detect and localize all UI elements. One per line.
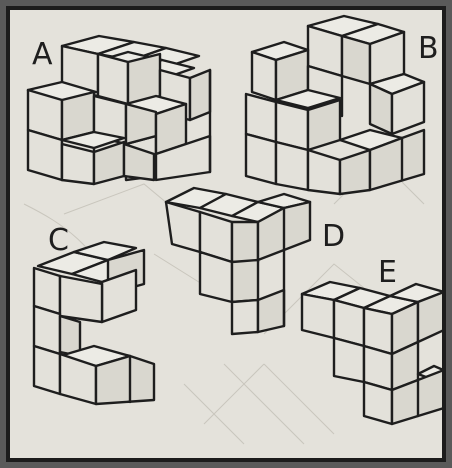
label-c: C — [48, 223, 69, 258]
figure-e — [302, 282, 442, 424]
figure-c — [34, 242, 154, 404]
figure-d — [166, 188, 310, 334]
label-e: E — [378, 255, 397, 290]
figure-b — [246, 16, 424, 194]
figure-a — [28, 36, 210, 184]
label-d: D — [322, 219, 345, 254]
label-b: B — [418, 31, 439, 66]
cube-puzzle-illustration: A B C D E — [6, 6, 446, 462]
puzzle-drawing: A B C D E — [10, 10, 442, 458]
label-a: A — [32, 37, 53, 72]
